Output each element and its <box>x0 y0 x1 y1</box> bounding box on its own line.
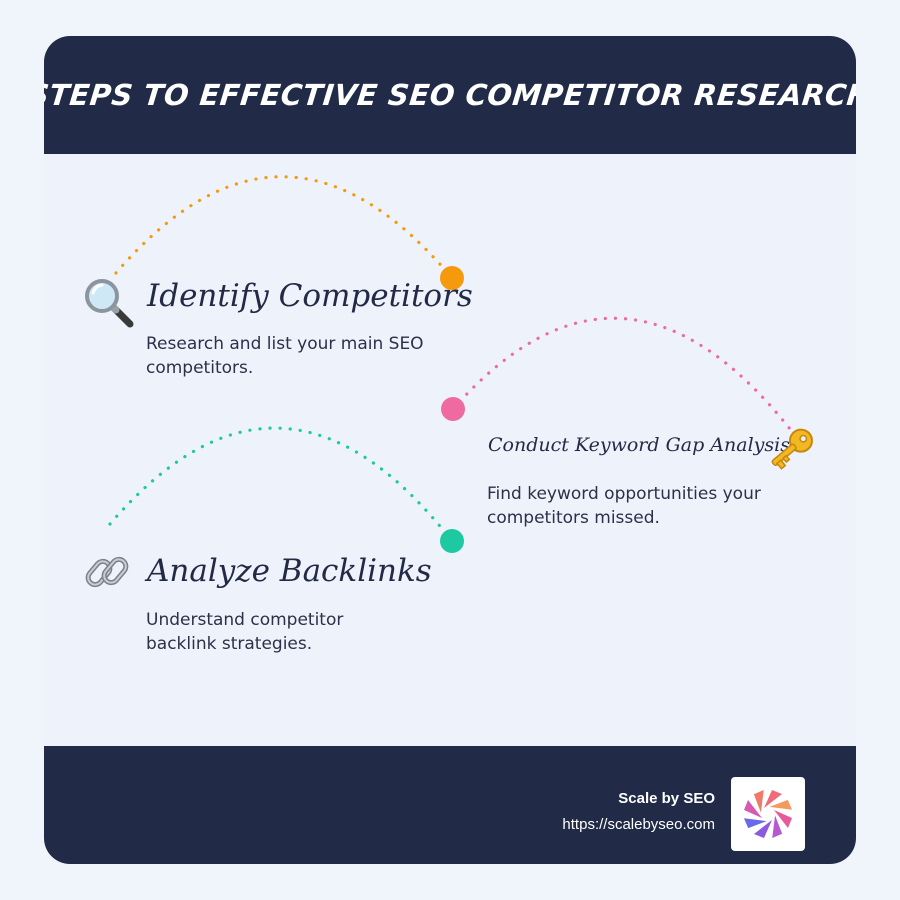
node-dot-identify <box>440 266 464 290</box>
step-desc-keyword-gap: Find keyword opportunities your competit… <box>487 484 761 528</box>
node-dot-backlinks <box>440 529 464 553</box>
magnifying-glass-icon <box>82 276 138 337</box>
connector-arcs <box>108 175 792 553</box>
brand-logo <box>731 777 805 851</box>
key-icon <box>762 422 820 481</box>
arc-keyword-gap <box>451 316 792 431</box>
link-icon <box>82 546 134 603</box>
brand-url-link[interactable]: https://scalebyseo.com <box>562 816 715 833</box>
node-dot-keyword-gap <box>441 397 465 421</box>
step-desc-identify: Research and list your main SEO competit… <box>146 334 424 378</box>
scale-by-seo-logo-icon <box>743 789 793 839</box>
step-title-backlinks: Analyze Backlinks <box>147 553 432 589</box>
step-title-identify: Identify Competitors <box>147 278 473 314</box>
brand-name: Scale by SEO <box>618 790 715 807</box>
arc-backlinks <box>108 426 454 543</box>
header-banner: STEPS TO EFFECTIVE SEO COMPETITOR RESEAR… <box>44 36 856 154</box>
infographic-card: STEPS TO EFFECTIVE SEO COMPETITOR RESEAR… <box>44 36 856 864</box>
step-title-keyword-gap: Conduct Keyword Gap Analysis <box>488 434 790 456</box>
step-desc-backlinks: Understand competitor backlink strategie… <box>146 610 344 654</box>
footer-banner: Scale by SEO https://scalebyseo.com <box>44 746 856 864</box>
arc-identify <box>114 175 454 280</box>
